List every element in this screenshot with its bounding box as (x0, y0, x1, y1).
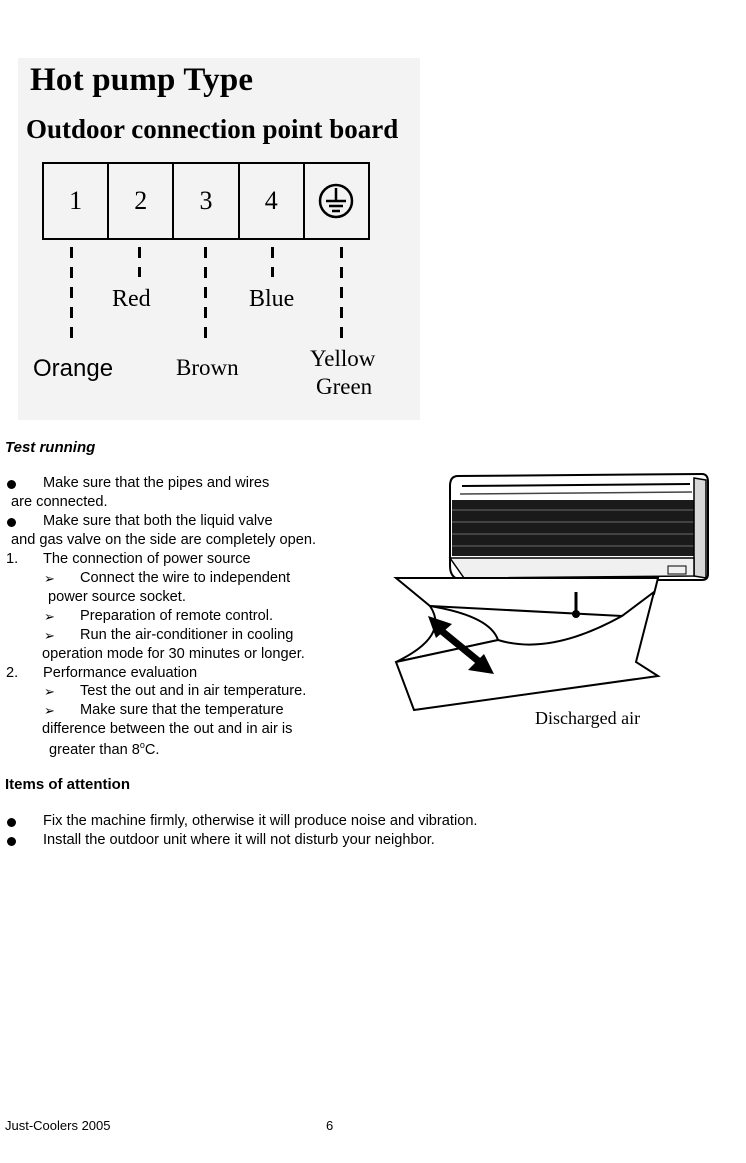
item2-number: 2. (6, 665, 19, 681)
sub2a-text: Test the out and in air temperature. (80, 683, 307, 699)
wire-label-green: Green (316, 374, 373, 399)
attention-bullet2: Install the outdoor unit where it will n… (43, 832, 435, 848)
sub2b-line3-text: greater than 8 (49, 741, 140, 758)
wire-line-2 (138, 247, 141, 277)
sub1c-line1: Run the air-conditioner in cooling (80, 627, 294, 643)
terminal-4: 4 (240, 164, 305, 238)
wire-label-orange: Orange (33, 355, 114, 382)
sub1b-text: Preparation of remote control. (80, 608, 274, 624)
test-running-heading: Test running (5, 439, 96, 456)
bullet-dot (7, 480, 16, 489)
sub2b-line3-unit: C. (144, 741, 160, 758)
bullet2-line2: and gas valve on the side are completely… (11, 532, 317, 548)
sub2b-line3: greater than 8oC. (49, 740, 159, 758)
bullet1-line1: Make sure that the pipes and wires (43, 475, 270, 491)
footer-brand: Just-Coolers 2005 (5, 1118, 111, 1133)
terminal-3: 3 (174, 164, 240, 238)
wire-label-yellow: Yellow (310, 346, 376, 371)
attention-heading: Items of attention (5, 776, 131, 793)
wire-line-ground (340, 247, 343, 342)
figure-caption: Discharged air (535, 708, 641, 728)
terminal-ground (305, 164, 368, 238)
diagram-title: Hot pump Type (30, 62, 254, 98)
degree-sup: o (139, 740, 145, 750)
sub-arrow-icon: ➢ (44, 684, 55, 699)
bullet2-line1: Make sure that both the liquid valve (43, 513, 273, 529)
sub2b-line2: difference between the out and in air is (42, 721, 293, 737)
air-conditioner-illustration (393, 472, 709, 712)
item1-number: 1. (6, 551, 19, 567)
terminal-1: 1 (44, 164, 110, 238)
item2-text: Performance evaluation (43, 665, 198, 681)
sub1a-line1: Connect the wire to independent (80, 570, 291, 586)
sub-arrow-icon: ➢ (44, 628, 55, 643)
wire-line-1 (70, 247, 73, 347)
page-number: 6 (326, 1118, 334, 1133)
sub-arrow-icon: ➢ (44, 571, 55, 586)
sub-arrow-icon: ➢ (44, 609, 55, 624)
sub-arrow-icon: ➢ (44, 703, 55, 718)
sub2b-line1: Make sure that the temperature (80, 702, 284, 718)
bullet-dot (7, 837, 16, 846)
wire-line-3 (204, 247, 207, 347)
diagram-subtitle: Outdoor connection point board (26, 114, 399, 144)
earth-ground-icon (319, 183, 354, 219)
terminal-2: 2 (109, 164, 175, 238)
wire-label-red: Red (112, 286, 151, 312)
sub1c-line2: operation mode for 30 minutes or longer. (42, 646, 305, 662)
wire-label-blue: Blue (249, 286, 295, 312)
wire-line-4 (271, 247, 274, 277)
terminal-board: 1 2 3 4 (42, 162, 370, 240)
bullet1-line2: are connected. (11, 494, 108, 510)
bullet-dot (7, 518, 16, 527)
attention-bullet1: Fix the machine firmly, otherwise it wil… (43, 813, 478, 829)
wire-label-brown: Brown (176, 355, 239, 380)
bullet-dot (7, 818, 16, 827)
item1-text: The connection of power source (43, 551, 251, 567)
sub1a-line2: power source socket. (48, 589, 186, 605)
